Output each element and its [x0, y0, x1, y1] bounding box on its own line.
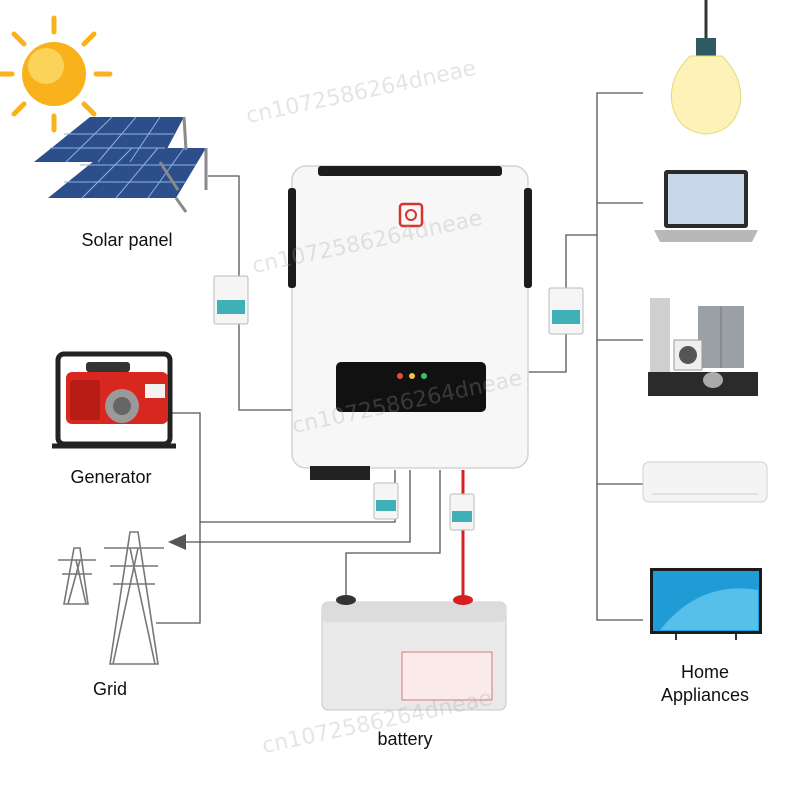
solar-panel-label: Solar panel [81, 230, 173, 250]
kitchen-appliances-icon [648, 298, 758, 396]
solar-panel-icon [34, 116, 208, 213]
breaker-grid-icon [373, 482, 399, 520]
grid-wire-2 [186, 470, 411, 543]
breaker-solar-icon [213, 275, 249, 325]
home-appliances-label-line1: Home [680, 662, 729, 682]
air-conditioner-icon [642, 461, 768, 503]
generator-label: Generator [70, 467, 152, 487]
battery-icon [321, 595, 507, 711]
grid-arrow-icon [168, 534, 186, 550]
home-appliances-label-line2: Appliances [660, 685, 750, 705]
breaker-battery-icon [449, 493, 475, 531]
grid-tower-icon [58, 531, 164, 665]
light-bulb-icon [670, 0, 742, 135]
battery-neg-wire [345, 470, 441, 600]
generator-wire [156, 412, 201, 624]
battery-label: battery [377, 729, 433, 749]
laptop-icon [654, 170, 758, 242]
generator-icon [52, 351, 176, 449]
tv-icon [650, 568, 762, 640]
breaker-output-icon [548, 287, 584, 335]
grid-label: Grid [92, 679, 127, 699]
inverter-icon [288, 165, 532, 480]
sun-icon [0, 15, 113, 133]
appliance-bus [596, 92, 643, 621]
